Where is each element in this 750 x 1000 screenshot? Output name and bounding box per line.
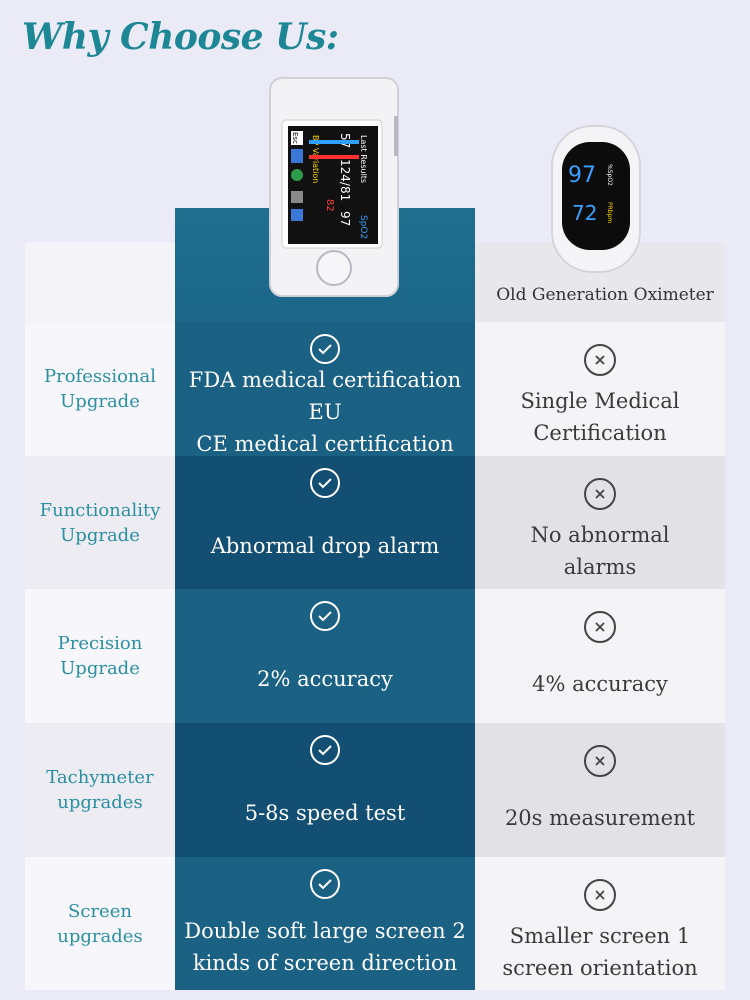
new-feature-cell: Abnormal drop alarm	[175, 456, 475, 589]
feature-label-line: Functionality	[39, 499, 161, 521]
cross-icon	[584, 745, 616, 777]
screen-esc: Esc	[291, 132, 299, 144]
old-feature-text: alarms	[563, 554, 637, 579]
old-screen-pr-label: PRbpm	[606, 202, 613, 223]
feature-label: Screen upgrades	[25, 857, 175, 990]
new-feature-text: CE medical certification	[196, 432, 454, 456]
comparison-row: Screen upgrades Double soft large screen 2…	[0, 857, 750, 990]
page-title: Why Choose Us:	[22, 16, 339, 58]
new-oximeter-image: Last Results SpO2 57 124/81 97 82 BP Var…	[268, 76, 400, 298]
old-feature-cell: 4% accuracy	[475, 589, 725, 723]
cross-icon	[584, 478, 616, 510]
new-feature-text: Abnormal drop alarm	[210, 533, 440, 558]
old-screen-spo2-label: %SpO2	[606, 164, 613, 186]
old-screen-pr: 72	[572, 201, 597, 225]
old-feature-text: Certification	[533, 421, 667, 445]
screen-bp: 124/81	[338, 159, 352, 201]
old-feature-cell: Smaller screen 1 screen orientation	[475, 857, 725, 990]
feature-label: Tachymeter upgrades	[25, 723, 175, 857]
screen-pi: 82	[324, 199, 335, 212]
old-oximeter-image: 97 72 %SpO2 PRbpm	[550, 124, 642, 274]
screen-variation: BP Variation	[311, 135, 320, 183]
new-feature-text: 5-8s speed test	[244, 801, 406, 825]
cross-icon	[584, 344, 616, 376]
check-icon	[310, 468, 340, 498]
check-icon	[310, 601, 340, 631]
feature-label-line: Professional	[43, 366, 157, 387]
feature-label-line: upgrades	[57, 925, 143, 947]
check-icon	[310, 869, 340, 899]
screen-spo2: 97	[338, 211, 352, 226]
old-feature-text: 4% accuracy	[532, 672, 668, 696]
feature-label-line: Tachymeter	[46, 767, 154, 788]
feature-label-line: Upgrade	[60, 391, 140, 412]
feature-label-line: Upgrade	[60, 524, 140, 546]
screen-header: Last Results	[359, 135, 368, 183]
new-feature-cell: 5-8s speed test	[175, 723, 475, 857]
new-feature-text: FDA medical certification EU	[188, 368, 462, 424]
old-feature-cell: 20s measurement	[475, 723, 725, 857]
old-feature-text: Smaller screen 1	[509, 923, 691, 948]
new-feature-cell: Double soft large screen 2 kinds of scree…	[175, 857, 475, 990]
old-feature-cell: No abnormal alarms	[475, 456, 725, 589]
new-feature-text: kinds of screen direction	[192, 950, 458, 975]
old-feature-text: Single Medical	[520, 389, 680, 413]
check-icon	[310, 735, 340, 765]
header-label-cell	[25, 242, 175, 322]
feature-label-line: Upgrade	[60, 658, 140, 679]
screen-spo2-label: SpO2	[358, 215, 368, 239]
new-feature-cell: FDA medical certification EU CE medical c…	[175, 322, 475, 456]
cross-icon	[584, 879, 616, 911]
feature-label-line: upgrades	[57, 792, 143, 813]
old-feature-text: 20s measurement	[504, 806, 696, 830]
new-feature-text: 2% accuracy	[257, 667, 393, 691]
old-feature-text: screen orientation	[502, 955, 698, 980]
old-device-caption: Old Generation Oximeter	[496, 285, 714, 305]
cross-icon	[584, 611, 616, 643]
feature-label-line: Screen	[68, 900, 132, 922]
feature-label-line: Precision	[57, 633, 143, 654]
comparison-row: Tachymeter upgrades 5-8s speed test 20s mea…	[0, 723, 750, 857]
old-screen-spo2: 97	[568, 163, 596, 188]
check-icon	[310, 334, 340, 364]
old-feature-text: No abnormal	[530, 522, 670, 547]
new-feature-cell: 2% accuracy	[175, 589, 475, 723]
new-feature-text: Double soft large screen 2	[184, 918, 466, 943]
